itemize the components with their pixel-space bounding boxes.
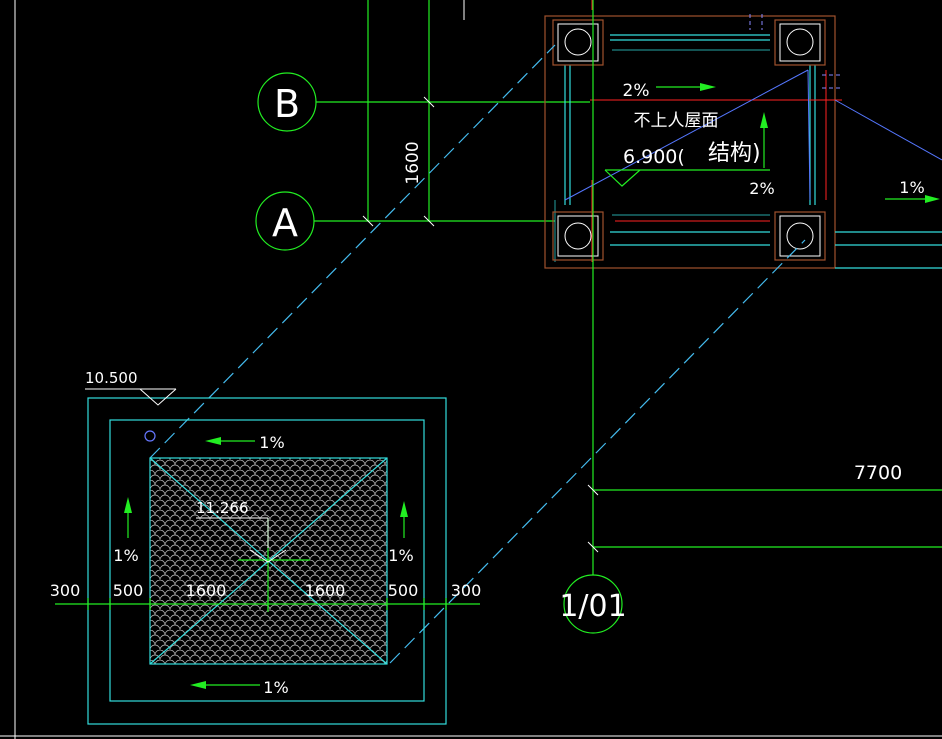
slope-1-bottom-text: 1%	[263, 678, 288, 697]
axis-a-marker[interactable]: A	[255, 191, 315, 251]
upper-structure-plan	[544, 0, 942, 269]
elev-10500-text: 10.500	[85, 369, 138, 387]
slope-1-right-roof-text: 1%	[388, 546, 413, 565]
slope-arrow-roof-top: 1%	[205, 433, 285, 452]
column-bottom-right	[774, 211, 826, 261]
slope-1-top-text: 1%	[259, 433, 284, 452]
axis-a-label: A	[272, 201, 298, 245]
dimension-chain-horizontal: 300 500 1600 1600 500 300	[50, 581, 482, 610]
dim-500-left-text: 500	[113, 581, 144, 600]
dim-300-left-text: 300	[50, 581, 81, 600]
axis-b-label: B	[274, 82, 300, 126]
slope-arrow-roof-left: 1%	[113, 497, 139, 565]
slope-2-top-text: 2%	[623, 81, 650, 101]
dim-500-right-text: 500	[388, 581, 419, 600]
elev-note-text: 结构)	[708, 141, 761, 166]
column-top-right	[774, 19, 826, 66]
slope-arrow-top-2pct: 2%	[623, 81, 716, 101]
projection-lines	[149, 44, 806, 664]
dim-1600-vertical-text: 1600	[403, 141, 423, 184]
roof-peak-marker	[196, 517, 310, 612]
dim-1600-left-text: 1600	[186, 581, 227, 600]
elevation-6900: 6.900( 结构)	[604, 141, 770, 187]
axis-1-01-marker[interactable]: 1/01	[559, 574, 627, 634]
column-bottom-left	[552, 211, 604, 261]
slope-2-right-text: 2%	[749, 179, 774, 198]
slope-arrow-right-2pct: 2%	[749, 112, 775, 198]
dimension-7700: 7700	[587, 462, 942, 553]
column-top-left	[552, 19, 604, 66]
dim-1600-right-text: 1600	[305, 581, 346, 600]
dim-300-right-text: 300	[451, 581, 482, 600]
dimension-1600-vertical: 1600	[362, 0, 435, 227]
axis-b-marker[interactable]: B	[257, 72, 317, 132]
dim-7700-text: 7700	[854, 462, 902, 484]
elev-6900-text: 6.900(	[623, 146, 685, 168]
slope-arrow-roof-right: 1%	[388, 501, 414, 565]
slope-1-right-text: 1%	[899, 178, 924, 197]
slope-arrow-far-right-1pct: 1%	[885, 178, 940, 203]
elevation-10500: 10.500	[85, 369, 177, 406]
roof-type-text: 不上人屋面	[634, 111, 719, 131]
axis-1-01-label: 1/01	[559, 589, 626, 624]
slope-arrow-roof-bottom: 1%	[190, 678, 289, 697]
elev-11266-text: 11.266	[196, 499, 249, 517]
slope-1-left-text: 1%	[113, 546, 138, 565]
